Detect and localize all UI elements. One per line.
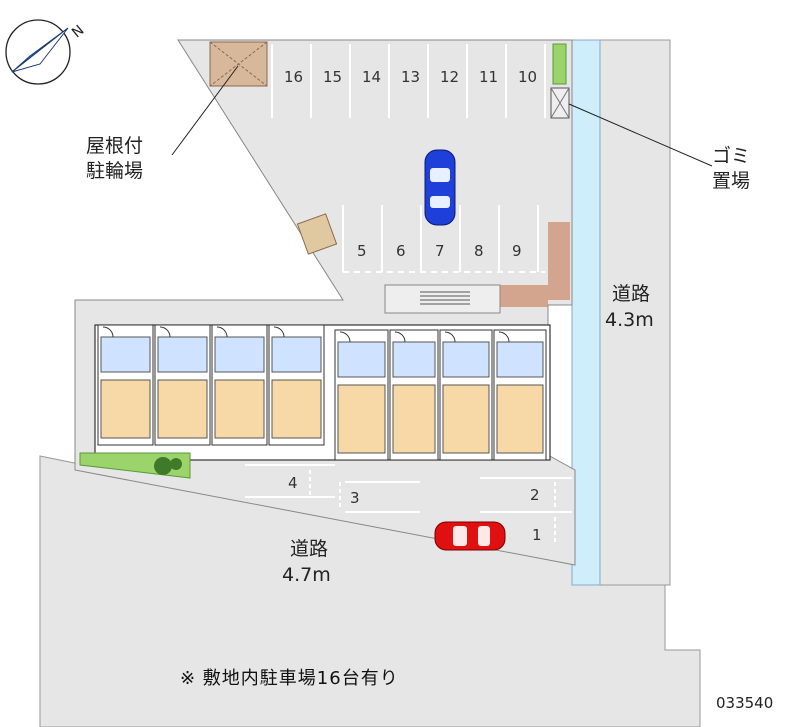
apartment-unit bbox=[211, 324, 268, 446]
stall-9: 9 bbox=[512, 242, 522, 260]
car-blue bbox=[424, 149, 456, 226]
bike-shelter-label-1: 屋根付 bbox=[86, 135, 143, 157]
car-red bbox=[434, 521, 506, 551]
garbage-label-2: 置場 bbox=[712, 170, 750, 192]
brick-wall-2 bbox=[500, 285, 548, 307]
apartment-unit bbox=[334, 329, 389, 461]
brick-wall bbox=[548, 222, 570, 300]
property-code: 033540 bbox=[716, 694, 774, 712]
stall-15: 15 bbox=[323, 68, 342, 86]
stall-13: 13 bbox=[401, 68, 420, 86]
road-east-label-2: 4.3m bbox=[605, 309, 654, 331]
apartment-unit bbox=[154, 324, 211, 446]
building bbox=[94, 324, 551, 461]
parking-note: ※ 敷地内駐車場16台有り bbox=[180, 668, 399, 689]
middle-stall-lines bbox=[342, 205, 545, 273]
stall-2: 2 bbox=[530, 486, 540, 504]
stall-12: 12 bbox=[440, 68, 459, 86]
road-east-label-1: 道路 bbox=[612, 283, 650, 305]
south-stall-lines bbox=[245, 464, 572, 545]
stall-5: 5 bbox=[357, 242, 367, 260]
stall-14: 14 bbox=[362, 68, 381, 86]
stall-3: 3 bbox=[350, 489, 360, 507]
stall-7: 7 bbox=[435, 242, 445, 260]
road-south-label-2: 4.7m bbox=[282, 564, 331, 586]
stall-4: 4 bbox=[288, 474, 298, 492]
entrance bbox=[384, 284, 501, 314]
apartment-unit bbox=[389, 329, 439, 461]
apartment-unit bbox=[268, 324, 325, 446]
garbage-leader bbox=[568, 103, 713, 167]
bench bbox=[296, 213, 338, 255]
compass-north-label: N bbox=[69, 22, 87, 41]
stall-8: 8 bbox=[474, 242, 484, 260]
apartment-unit bbox=[493, 329, 547, 461]
bike-shelter-label-2: 駐輪場 bbox=[86, 160, 143, 182]
apartment-unit bbox=[97, 324, 154, 446]
shrub bbox=[154, 457, 172, 475]
water-strip bbox=[571, 39, 601, 586]
garbage-label-1: ゴミ bbox=[712, 145, 750, 167]
road-south-label-1: 道路 bbox=[290, 538, 328, 560]
stall-6: 6 bbox=[396, 242, 406, 260]
apartment-unit bbox=[439, 329, 493, 461]
bike-shelter-leader bbox=[171, 65, 239, 156]
stall-1: 1 bbox=[532, 526, 542, 544]
stall-11: 11 bbox=[479, 68, 498, 86]
stall-16: 16 bbox=[284, 68, 303, 86]
north-stall-lines bbox=[271, 44, 546, 118]
stall-10: 10 bbox=[518, 68, 537, 86]
compass: N bbox=[5, 19, 87, 85]
hedge-north bbox=[552, 43, 567, 85]
